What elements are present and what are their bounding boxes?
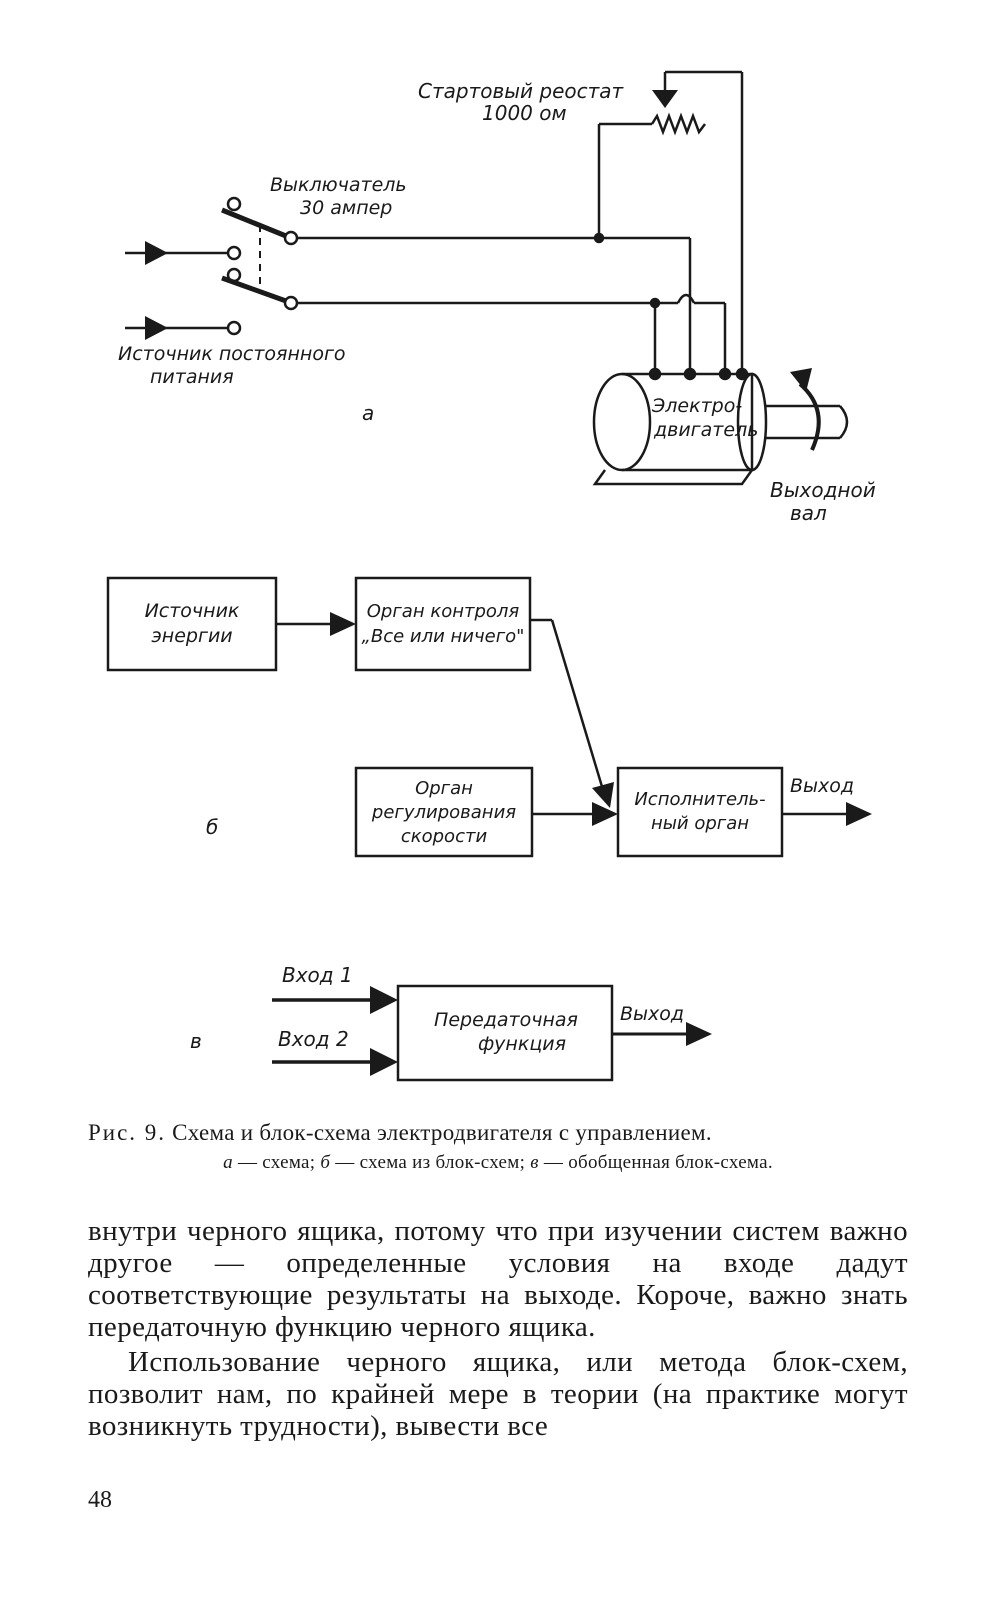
generalized-block-diagram — [272, 984, 712, 1082]
caption-title: Схема и блок-схема электродвигателя с уп… — [172, 1120, 712, 1145]
rheostat-label: Стартовый реостат — [418, 79, 625, 103]
source-label-line2: питания — [150, 366, 234, 388]
panel-letter-c: в — [190, 1029, 202, 1053]
block-transfer-function: Передаточная — [434, 1009, 578, 1031]
block-speed-control-line2: регулирования — [371, 802, 516, 823]
legend-letter-a: а — [223, 1152, 233, 1173]
legend-text-b: — схема из блок-схем; — [330, 1152, 531, 1173]
output-label-b: Выход — [790, 775, 854, 797]
panel-letter-b: б — [206, 815, 218, 839]
switch-rating: 30 ампер — [300, 197, 392, 219]
block-energy-source-line2: энергии — [151, 625, 232, 647]
block-on-off-control: Орган контроля — [367, 601, 520, 622]
legend-letter-c: в — [530, 1152, 539, 1173]
block-speed-control-line3: скорости — [401, 826, 488, 847]
caption-legend: а — схема; б — схема из блок-схем; в — о… — [88, 1149, 908, 1177]
motor-label: Электро- — [651, 395, 742, 417]
circuit-schematic — [125, 70, 849, 486]
legend-letter-b: б — [320, 1152, 331, 1173]
figure-caption: Рис. 9. Схема и блок-схема электродвигат… — [88, 1117, 908, 1177]
block-speed-control: Орган — [415, 778, 473, 799]
paragraph-2: Использование черного ящика, или метода … — [88, 1346, 908, 1442]
output-label-c: Выход — [620, 1003, 684, 1025]
page-number: 48 — [88, 1487, 112, 1513]
shaft-label-line2: вал — [790, 501, 827, 525]
paragraph-1: внутри черного ящика, потому что при изу… — [88, 1215, 908, 1343]
figure-9: Стартовый реостат 1000 ом Выключатель 30… — [106, 70, 876, 1082]
switch-label: Выключатель — [270, 174, 407, 196]
block-on-off-control-line2: „Все или ничего" — [362, 626, 525, 647]
panel-letter-a: а — [362, 401, 374, 425]
input-2-label: Вход 2 — [278, 1027, 349, 1051]
legend-text-c: — обобщенная блок-схема. — [538, 1152, 773, 1173]
input-1-label: Вход 1 — [282, 963, 353, 987]
source-label: Источник постоянного — [118, 343, 346, 365]
block-energy-source: Источник — [145, 600, 240, 622]
shaft-label: Выходной — [770, 478, 876, 502]
rheostat-value: 1000 ом — [482, 101, 567, 125]
block-actuator: Исполнитель- — [634, 789, 765, 810]
body-text: внутри черного ящика, потому что при изу… — [88, 1215, 908, 1442]
figure-number: Рис. 9. — [88, 1120, 167, 1145]
legend-text-a: — схема; — [232, 1152, 321, 1173]
block-transfer-function-line2: функция — [478, 1033, 566, 1055]
block-actuator-line2: ный орган — [651, 813, 749, 834]
motor-label-line2: двигатель — [653, 419, 758, 441]
block-diagram — [106, 576, 872, 858]
